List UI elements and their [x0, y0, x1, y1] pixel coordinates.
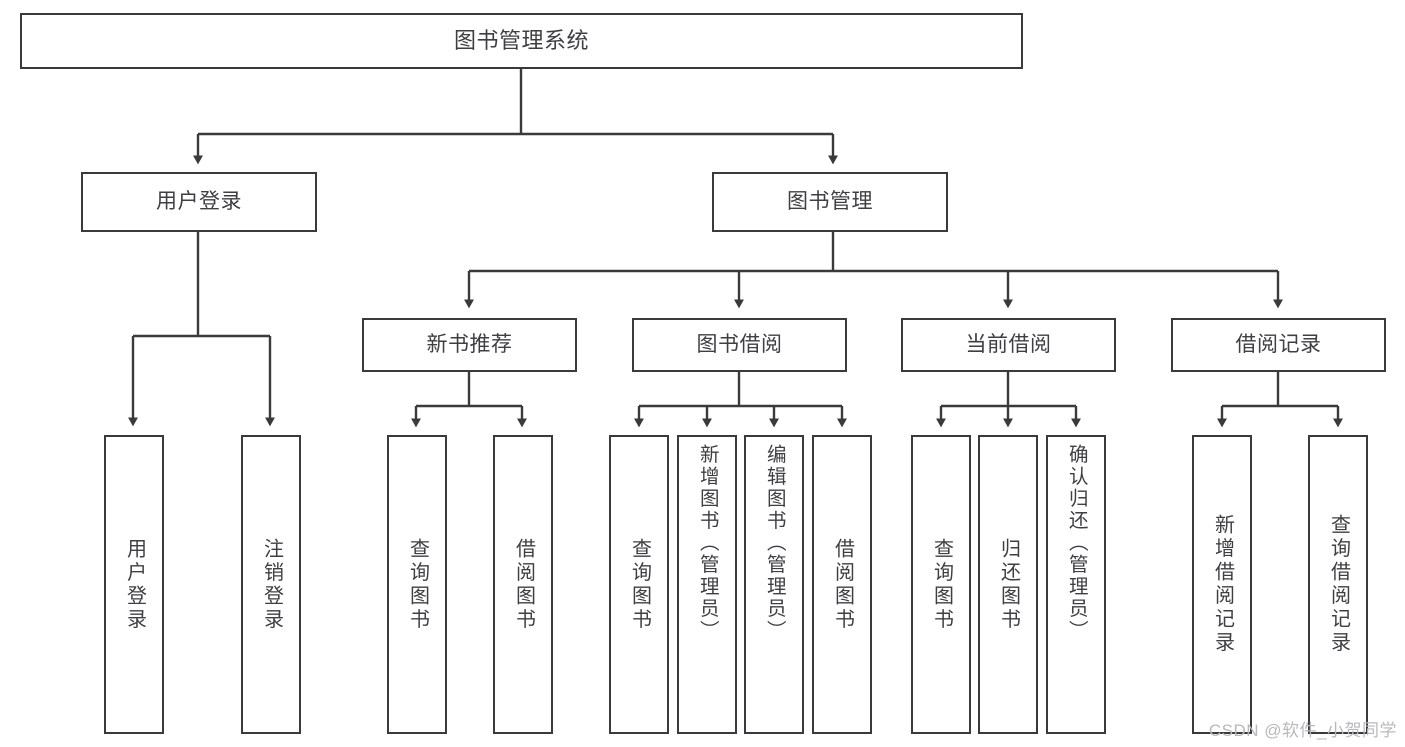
node-label: 注销登录 — [260, 537, 283, 632]
node-leaf-query-book-2[interactable]: 查询图书 — [609, 435, 669, 734]
node-label: 确认归还（管理员） — [1065, 444, 1088, 642]
node-label: 图书管理 — [787, 189, 873, 213]
node-label: 新书推荐 — [426, 332, 513, 356]
node-leaf-query-borrow-record[interactable]: 查询借阅记录 — [1308, 435, 1368, 734]
node-leaf-confirm-return[interactable]: 确认归还（管理员） — [1046, 435, 1106, 734]
node-leaf-borrow-book-2[interactable]: 借阅图书 — [812, 435, 872, 734]
node-borrow-record[interactable]: 借阅记录 — [1171, 318, 1386, 372]
node-label: 图书管理系统 — [453, 28, 589, 54]
node-label: 当前借阅 — [965, 332, 1052, 356]
node-leaf-query-book-3[interactable]: 查询图书 — [911, 435, 971, 734]
node-leaf-return-book[interactable]: 归还图书 — [978, 435, 1038, 734]
node-leaf-query-book-1[interactable]: 查询图书 — [387, 435, 447, 734]
node-label: 查询借阅记录 — [1327, 514, 1350, 655]
node-book-manage[interactable]: 图书管理 — [712, 172, 948, 232]
node-leaf-user-logout[interactable]: 注销登录 — [241, 435, 301, 734]
node-user-login[interactable]: 用户登录 — [81, 172, 317, 232]
node-leaf-borrow-book-1[interactable]: 借阅图书 — [493, 435, 553, 734]
node-new-book-recommend[interactable]: 新书推荐 — [362, 318, 577, 372]
node-book-borrow[interactable]: 图书借阅 — [632, 318, 847, 372]
node-label: 新增借阅记录 — [1211, 514, 1234, 655]
node-label: 编辑图书（管理员） — [763, 444, 786, 642]
watermark-text: CSDN @软件_小贺同学 — [1208, 721, 1397, 740]
node-label: 图书借阅 — [696, 332, 783, 356]
node-label: 用户登录 — [156, 189, 242, 213]
node-leaf-user-login[interactable]: 用户登录 — [104, 435, 164, 734]
node-label: 用户登录 — [123, 537, 146, 632]
node-label: 查询图书 — [628, 537, 651, 632]
node-label: 借阅记录 — [1235, 332, 1322, 356]
node-leaf-add-borrow-record[interactable]: 新增借阅记录 — [1192, 435, 1252, 734]
node-label: 借阅图书 — [831, 537, 854, 632]
node-label: 查询图书 — [930, 537, 953, 632]
node-label: 新增图书（管理员） — [696, 444, 719, 642]
node-label: 查询图书 — [406, 537, 429, 632]
node-label: 借阅图书 — [512, 537, 535, 632]
node-leaf-add-book[interactable]: 新增图书（管理员） — [677, 435, 737, 734]
node-current-borrow[interactable]: 当前借阅 — [901, 318, 1116, 372]
node-label: 归还图书 — [997, 537, 1020, 632]
node-root-book-management-system[interactable]: 图书管理系统 — [20, 13, 1023, 69]
node-leaf-edit-book[interactable]: 编辑图书（管理员） — [744, 435, 804, 734]
